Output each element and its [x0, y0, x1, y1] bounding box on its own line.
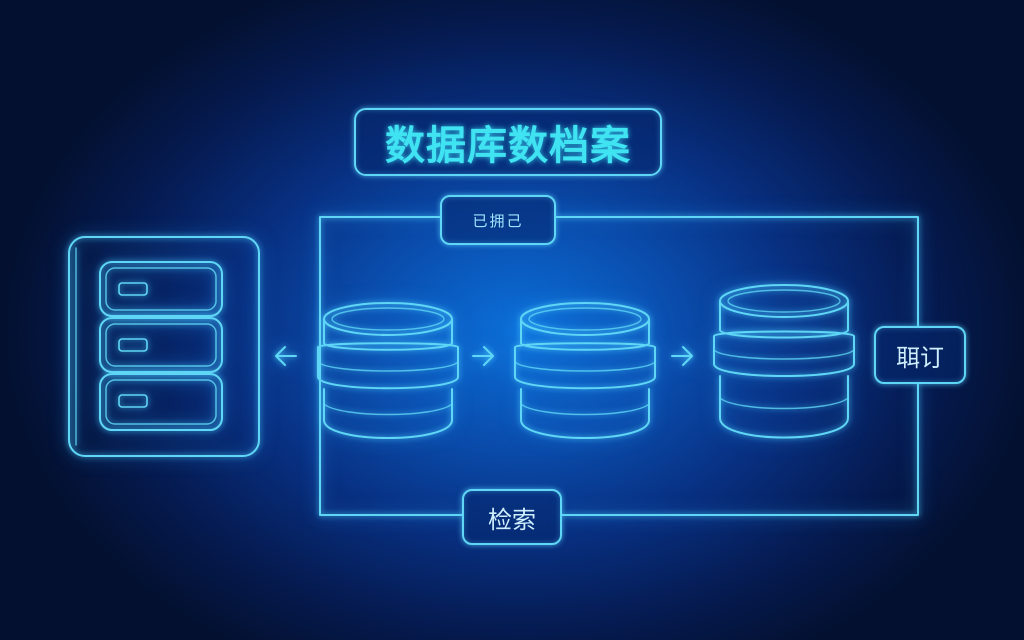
loop-connector-line — [319, 216, 919, 516]
arrow-left-icon — [275, 346, 297, 366]
server-rack-icon — [68, 236, 260, 457]
right-connector-label: 聑订 — [874, 326, 966, 384]
arrow-right-icon — [472, 346, 494, 366]
database-cylinder-icon — [514, 302, 656, 439]
top-connector-label: 已拥己 — [440, 195, 556, 245]
diagram-title: 数据库数档案 — [354, 108, 662, 176]
arrow-right-icon — [671, 346, 693, 366]
database-cylinder-icon — [317, 302, 459, 439]
database-cylinder-icon — [713, 284, 855, 439]
bottom-connector-label: 检索 — [462, 489, 562, 545]
